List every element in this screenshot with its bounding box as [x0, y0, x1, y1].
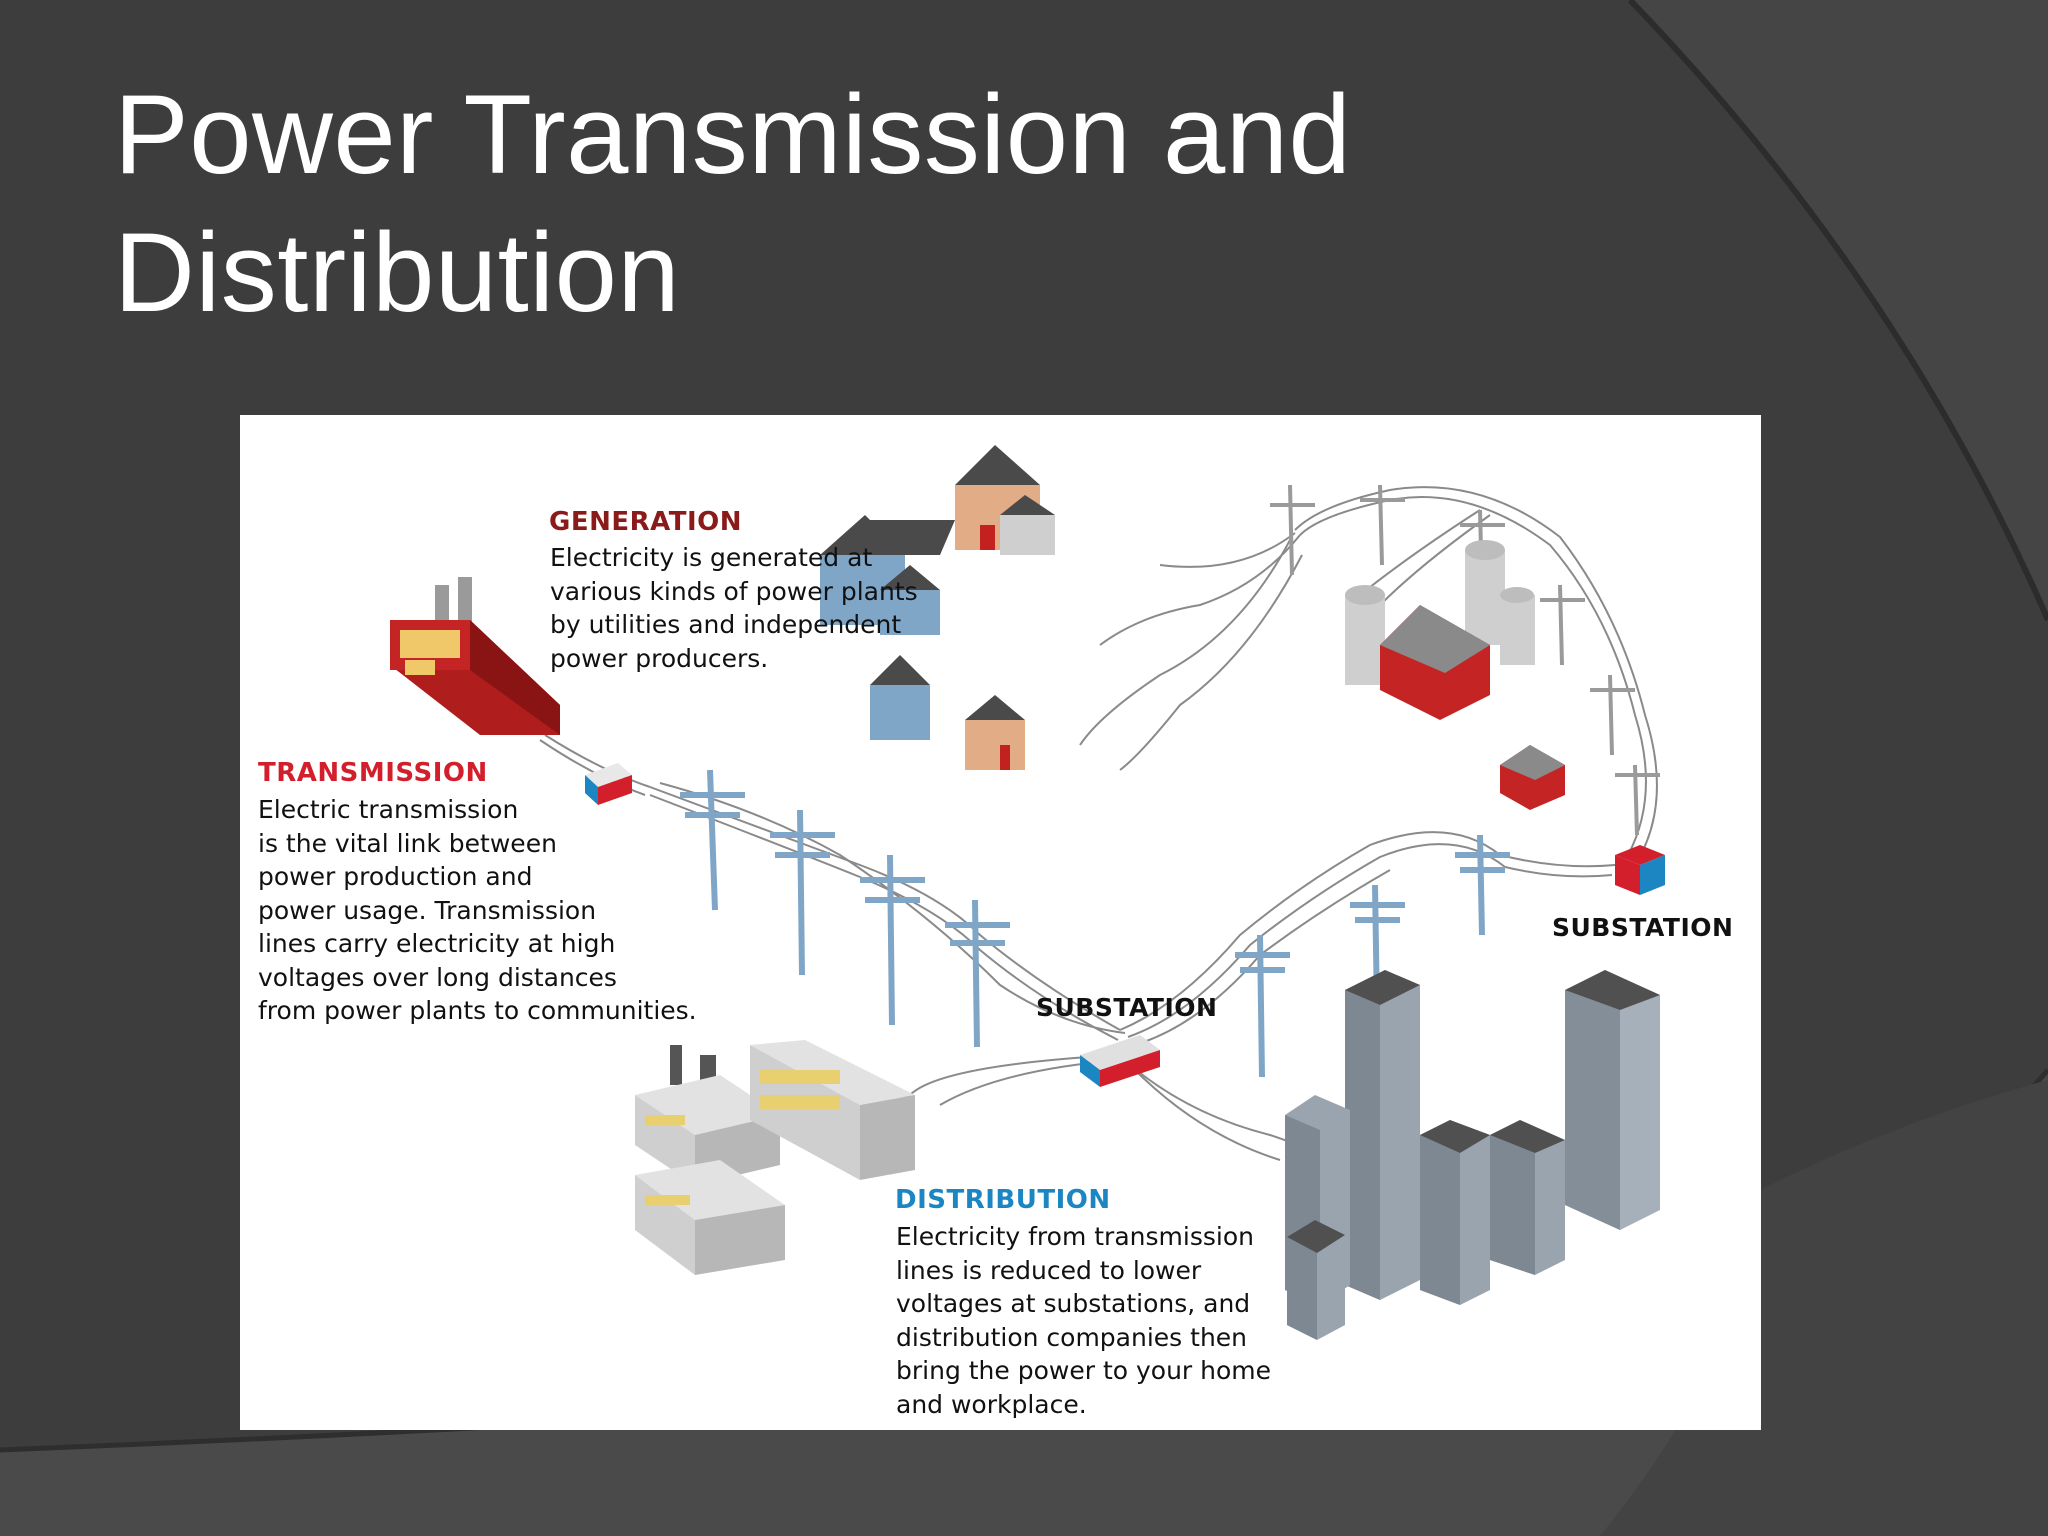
generation-line-1: Electricity is generated at [550, 543, 873, 572]
transmission-description: Electric transmission is the vital link … [258, 793, 697, 1028]
transmission-line-1: Electric transmission [258, 795, 519, 824]
far-transmission-towers [1270, 484, 1660, 836]
transmission-line-7: from power plants to communities. [258, 996, 697, 1025]
slide-title-line-2: Distribution [114, 210, 681, 335]
city-buildings [1285, 970, 1660, 1340]
generation-heading: GENERATION [549, 507, 743, 537]
transmission-line-3: power production and [258, 862, 533, 891]
slide-title: Power Transmission and Distribution [114, 66, 1614, 342]
substation-right-label: SUBSTATION [1552, 913, 1734, 942]
generation-line-3: by utilities and independent [550, 610, 902, 639]
transmission-line-5: lines carry electricity at high [258, 929, 616, 958]
substation-left [585, 763, 632, 805]
distribution-line-6: and workplace. [896, 1389, 1087, 1419]
generation-line-2: various kinds of power plants [550, 576, 918, 606]
distribution-heading: DISTRIBUTION [895, 1185, 1111, 1215]
transmission-line-4: power usage. Transmission [258, 895, 597, 925]
factories [635, 1040, 915, 1275]
distribution-line-3: voltages at substations, and [896, 1289, 1251, 1318]
substation-center-label: SUBSTATION [1036, 993, 1218, 1022]
transmission-heading: TRANSMISSION [258, 758, 488, 788]
slide-title-line-1: Power Transmission and [114, 72, 1352, 197]
power-plant [390, 577, 560, 735]
grid-illustration-drawing [390, 445, 1665, 1340]
background-arc-top-right [1630, 0, 2048, 620]
distribution-line-5: bring the power to your home [896, 1356, 1272, 1385]
transmission-line-6: voltages over long distances [258, 962, 617, 992]
distribution-line-4: distribution companies then [896, 1322, 1248, 1352]
substation-center [1080, 1035, 1160, 1087]
distribution-line-1: Electricity from transmission [896, 1222, 1254, 1251]
transmission-towers [680, 769, 1510, 1078]
transmission-line-2: is the vital link between [258, 828, 557, 858]
distribution-line-2: lines is reduced to lower [896, 1255, 1202, 1285]
generation-line-4: power producers. [550, 643, 769, 673]
substation-right [1615, 845, 1665, 895]
farm [1345, 540, 1565, 810]
distribution-description: Electricity from transmission lines is r… [896, 1220, 1271, 1421]
power-grid-illustration: GENERATION Electricity is generated at v… [240, 415, 1761, 1430]
houses [820, 445, 1055, 770]
generation-description: Electricity is generated at various kind… [550, 541, 918, 675]
